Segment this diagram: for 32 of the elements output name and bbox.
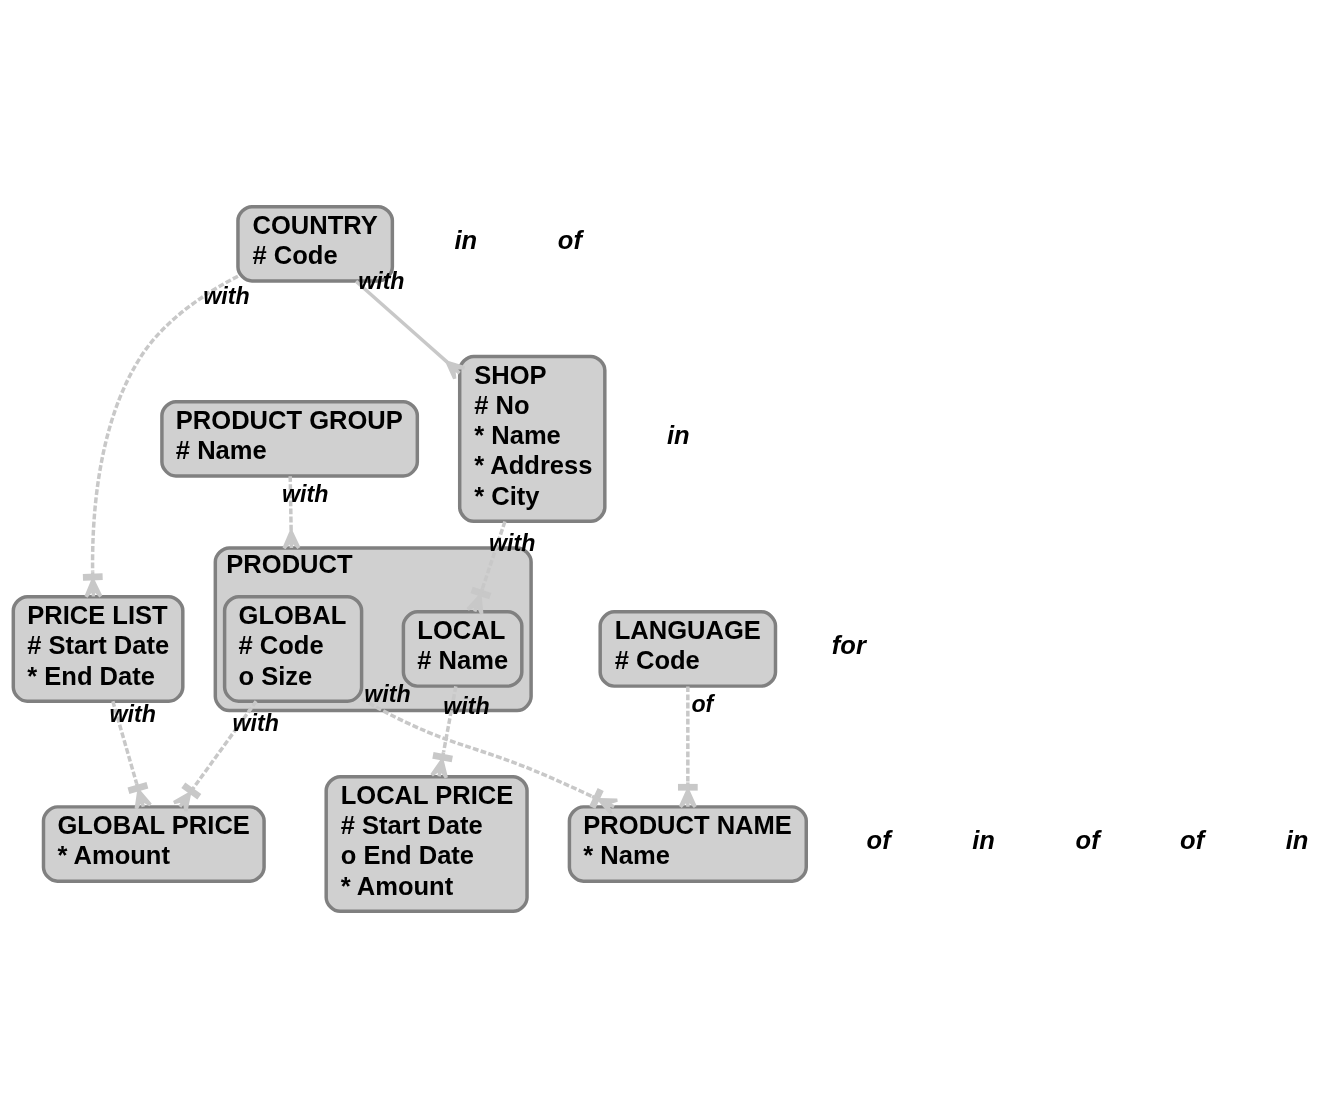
node-box: SHOP # No * Name * Address * City (457, 354, 607, 523)
connector (677, 685, 698, 808)
label: in (1285, 825, 1309, 854)
connector (361, 696, 619, 815)
connector (82, 274, 239, 598)
connector (282, 475, 301, 550)
label: in (972, 825, 995, 854)
edge-label: with (109, 700, 156, 727)
node-box: PRICE LIST # Start Date * End Date (11, 594, 185, 703)
node-box: PRODUCT NAME * Name (567, 804, 808, 883)
label: of (1075, 825, 1100, 854)
edge-label: of (691, 690, 714, 717)
edge-label: with (232, 709, 279, 736)
connector (466, 520, 507, 616)
node-box: LANGUAGE # Code (598, 609, 778, 688)
label: of (1180, 825, 1205, 854)
edge-label: with (443, 692, 490, 719)
connector (430, 685, 458, 779)
edge-label: with (203, 282, 250, 309)
node-box: PRODUCT GROUP # Name (160, 399, 420, 478)
label: of (866, 825, 891, 854)
connector (354, 279, 467, 380)
label: in (666, 420, 690, 449)
edge-label: with (488, 529, 536, 556)
node-box: GLOBAL # Code o Size (222, 594, 364, 703)
edge-label: with (282, 480, 329, 507)
node-box: LOCAL PRICE # Start Date o End Date * Amount (324, 774, 529, 913)
label: of (557, 225, 582, 254)
connector (111, 700, 153, 810)
node-box: GLOBAL PRICE * Amount (41, 804, 266, 883)
label: in (454, 225, 478, 254)
label: for (831, 630, 866, 659)
